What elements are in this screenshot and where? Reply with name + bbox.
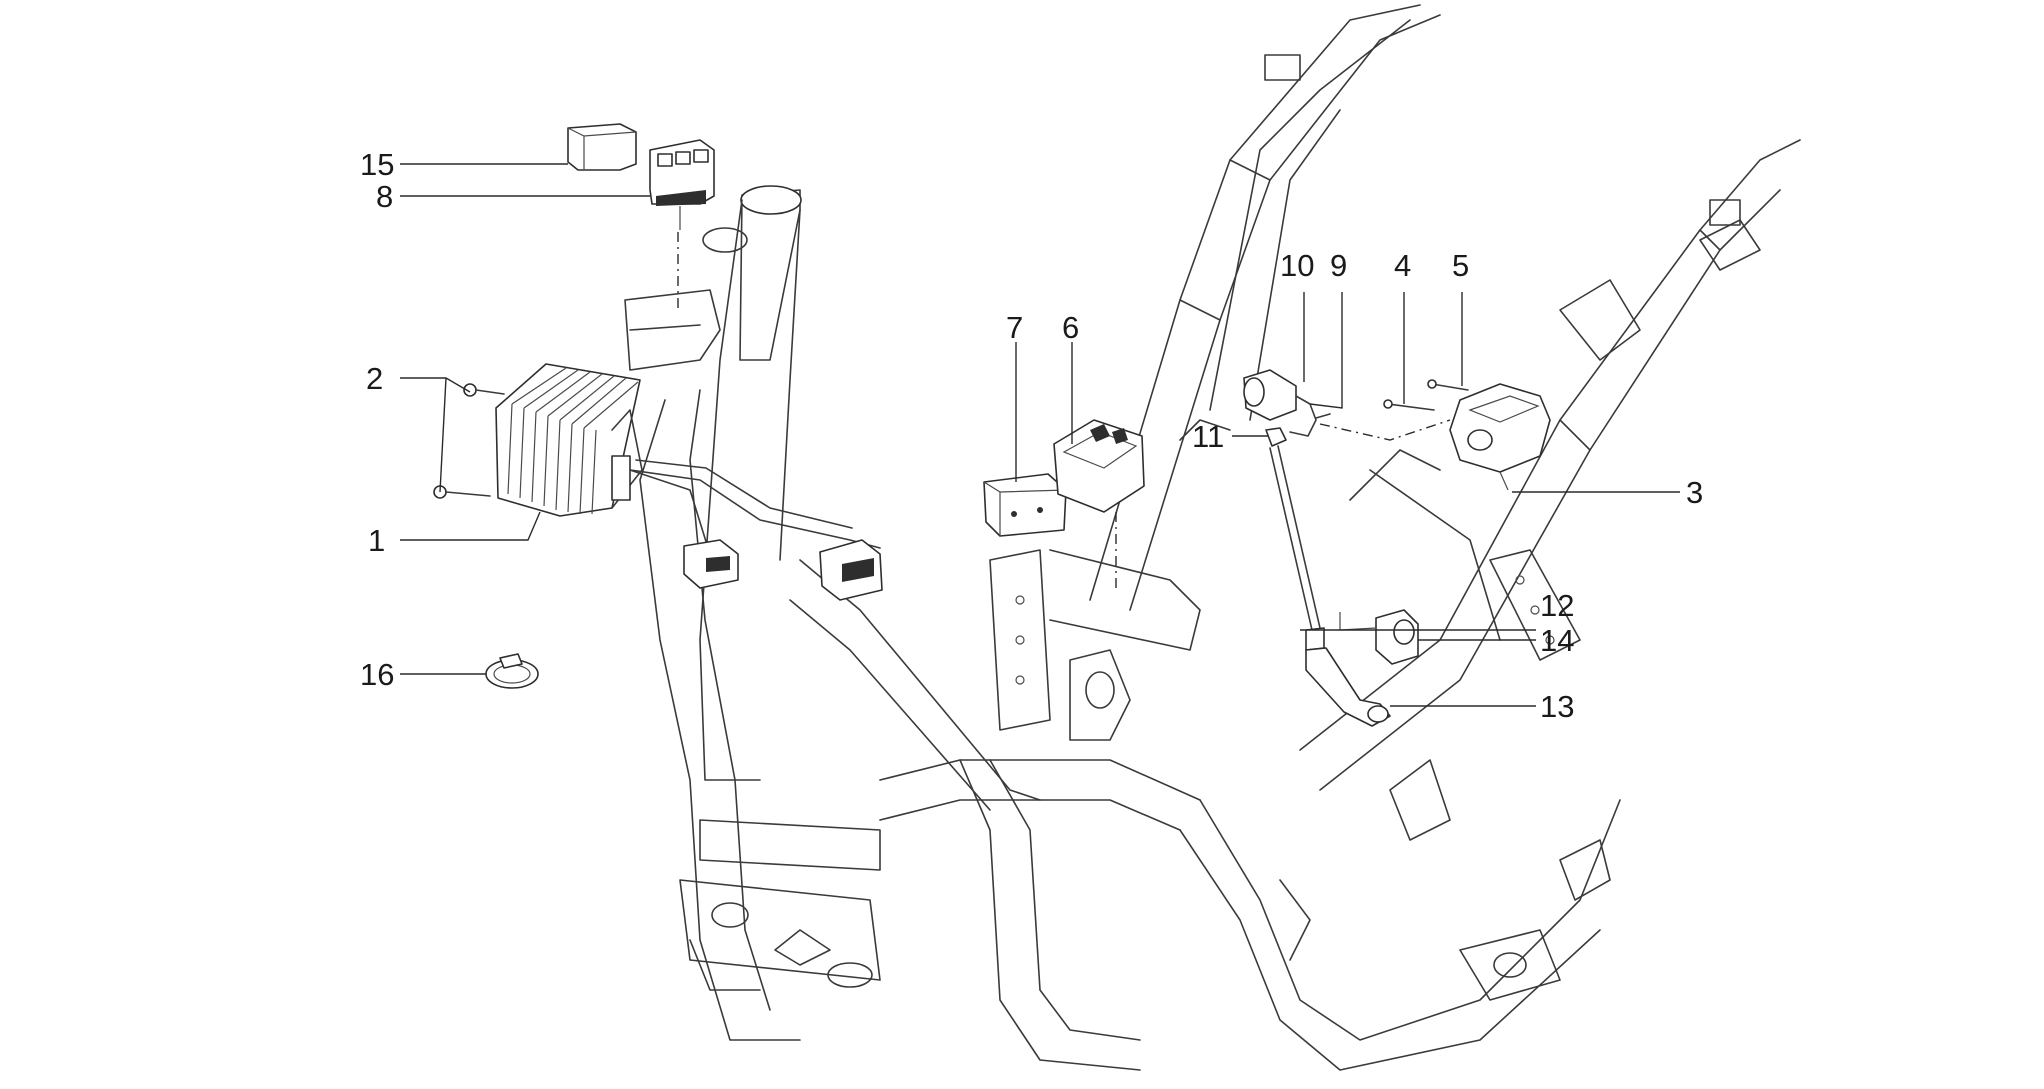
- part-11-nut: [1265, 427, 1287, 447]
- wiring-harness: [611, 455, 883, 601]
- part-3-switch: [1449, 383, 1551, 491]
- part-5-screw: [1427, 379, 1469, 391]
- callout-16: 16: [360, 657, 394, 692]
- callout-14: 14: [1540, 623, 1574, 658]
- bushing-bracket: [1339, 612, 1377, 631]
- part-4-pin: [1383, 399, 1435, 411]
- callout-5: 5: [1452, 248, 1469, 283]
- callout-2: 2: [366, 361, 383, 396]
- callout-6: 6: [1062, 310, 1079, 345]
- callout-13: 13: [1540, 689, 1574, 724]
- assembly-axis-3: [1319, 419, 1451, 441]
- callout-9: 9: [1330, 248, 1347, 283]
- callout-1: 1: [368, 523, 385, 558]
- callout-10: 10: [1280, 248, 1314, 283]
- part-14-bushing: [1375, 609, 1419, 665]
- callout-12: 12: [1540, 588, 1574, 623]
- part-15-connector-cap: [567, 123, 637, 171]
- part-10-lever: [1243, 369, 1297, 421]
- callout-8: 8: [376, 179, 393, 214]
- callout-3: 3: [1686, 475, 1703, 510]
- callout-11: 11: [1192, 419, 1224, 454]
- callout-7: 7: [1006, 310, 1023, 345]
- part-7-relay-block: [983, 473, 1067, 537]
- part-16-hose-clamp: [485, 653, 539, 689]
- leader-lines: [400, 163, 1680, 707]
- callout-4: 4: [1394, 248, 1411, 283]
- part-8-relay: [649, 139, 715, 230]
- callout-numbers: 15 8 2 1 16 7 6 10 9 4 5 3 11 12 14 13: [360, 147, 1703, 724]
- part-12-rod: [1269, 445, 1325, 651]
- part-13-link: [1305, 647, 1391, 727]
- scooter-frame: [624, 4, 1801, 1071]
- callout-15: 15: [360, 147, 394, 182]
- part-6-housing: [1053, 419, 1145, 513]
- part-9-clip: [1289, 395, 1331, 437]
